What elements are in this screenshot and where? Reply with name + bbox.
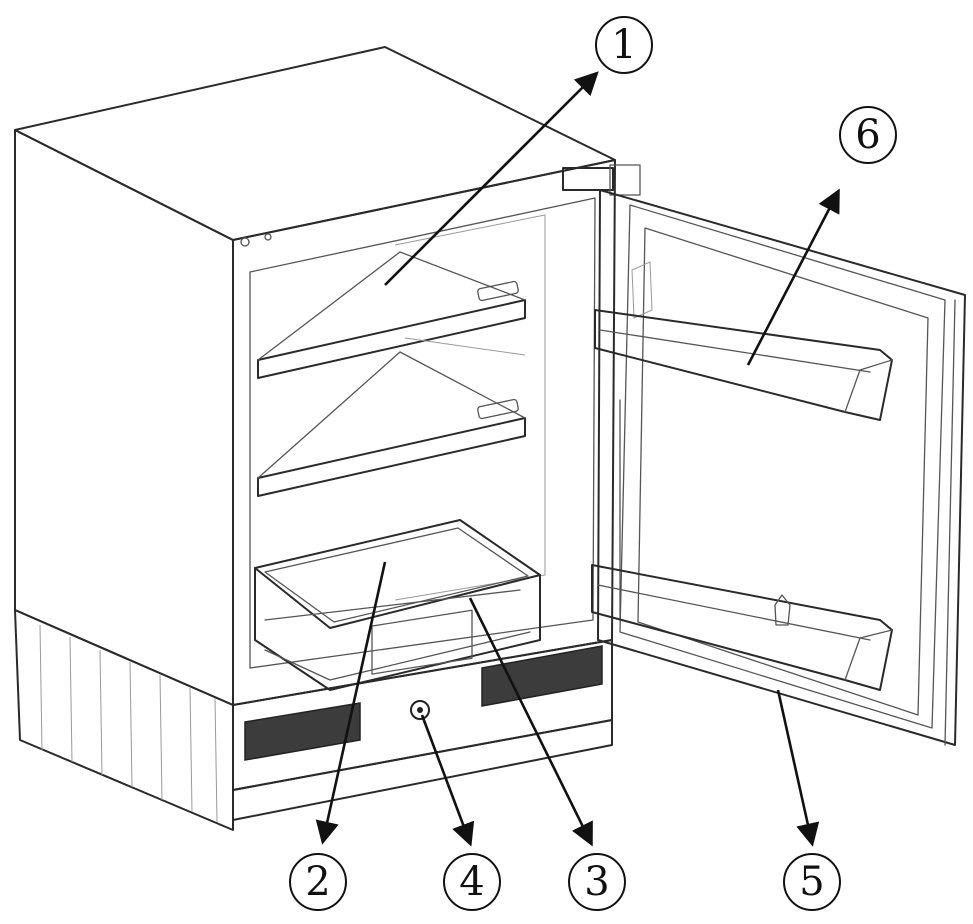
callout-3: 3 [569, 854, 625, 910]
lower-door-shelf-body [592, 565, 892, 690]
callout-5: 5 [784, 854, 840, 910]
door-gasket [620, 205, 945, 728]
door [598, 190, 965, 745]
thermostat-housing [372, 610, 472, 674]
plinth-side [15, 610, 233, 830]
arrow-4 [422, 715, 470, 843]
cabinet-back-wall [395, 215, 545, 600]
middle-shelf-front [258, 418, 525, 496]
door-inner-panel [638, 228, 928, 715]
hinge-bracket-icon [563, 168, 613, 190]
vent-grill-right-icon [482, 646, 602, 706]
callout-4-label: 4 [459, 859, 484, 905]
callout-3-label: 3 [584, 859, 609, 905]
door-outer [598, 190, 965, 745]
callout-5-label: 5 [799, 859, 824, 905]
arrow-5 [778, 690, 812, 843]
cabinet-opening [250, 198, 595, 668]
screw-icon [241, 238, 249, 246]
arrow-1 [385, 74, 596, 285]
callout-1: 1 [596, 17, 652, 73]
callout-4: 4 [444, 854, 500, 910]
upper-shelf-front [258, 300, 525, 378]
arrow-2 [323, 562, 385, 841]
arrow-6 [748, 192, 838, 365]
upper-door-shelf [595, 310, 892, 420]
arrow-3 [470, 598, 591, 843]
thermostat-center-icon [417, 707, 423, 713]
screw-icon [265, 234, 271, 240]
callout-6: 6 [840, 107, 896, 163]
plinth [15, 610, 233, 830]
callout-2-label: 2 [305, 859, 330, 905]
middle-shelf [258, 352, 525, 496]
callout-2: 2 [290, 854, 346, 910]
lower-door-shelf [592, 565, 892, 690]
callout-1-label: 1 [611, 22, 636, 68]
crisper-cover [255, 520, 540, 628]
cabinet-front-frame [233, 160, 615, 705]
cabinet-left-side [15, 130, 233, 705]
callout-6-label: 6 [855, 112, 880, 158]
